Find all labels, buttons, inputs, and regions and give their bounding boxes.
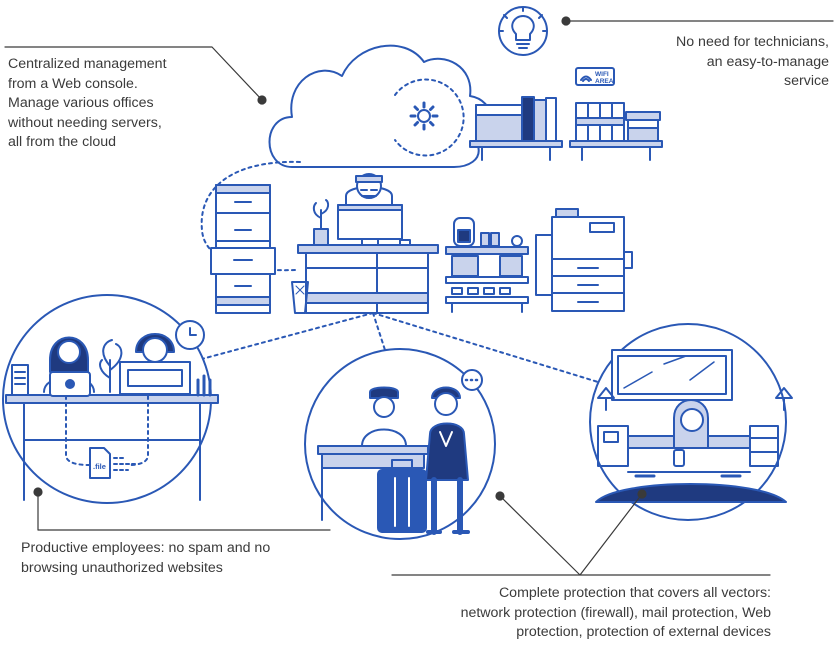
caption-productive-employees: Productive employees: no spam and no bro… (21, 540, 271, 576)
lightbulb-icon (498, 6, 548, 56)
leader-lines (4, 16, 834, 576)
wifi-sign-label-2: AREA (595, 78, 614, 85)
cloud-icon (268, 44, 494, 168)
file-icon (89, 447, 137, 479)
center-desk (291, 173, 439, 314)
caption-complete-protection: Complete protection that covers all vect… (460, 585, 771, 640)
speech-bubble-icon (461, 369, 483, 391)
wifi-area-sign-icon (575, 67, 615, 86)
cloud-connection-line (200, 160, 301, 272)
gear-icon (409, 101, 439, 131)
shelf-left (469, 96, 563, 161)
wifi-sign-label-1: WIFI (595, 71, 609, 78)
employees-scene (2, 294, 219, 504)
caption-cloud-management: Centralized management from a Web consol… (8, 56, 167, 150)
filing-cabinet (210, 184, 276, 314)
shelf-right (569, 102, 663, 161)
reception-scene (304, 348, 496, 540)
caption-no-technicians: No need for technicians, an easy-to-mana… (675, 34, 829, 89)
copier (535, 208, 633, 312)
file-label: .file (93, 462, 106, 471)
hotel-room-scene (589, 323, 793, 521)
kitchen-cart (445, 217, 529, 313)
